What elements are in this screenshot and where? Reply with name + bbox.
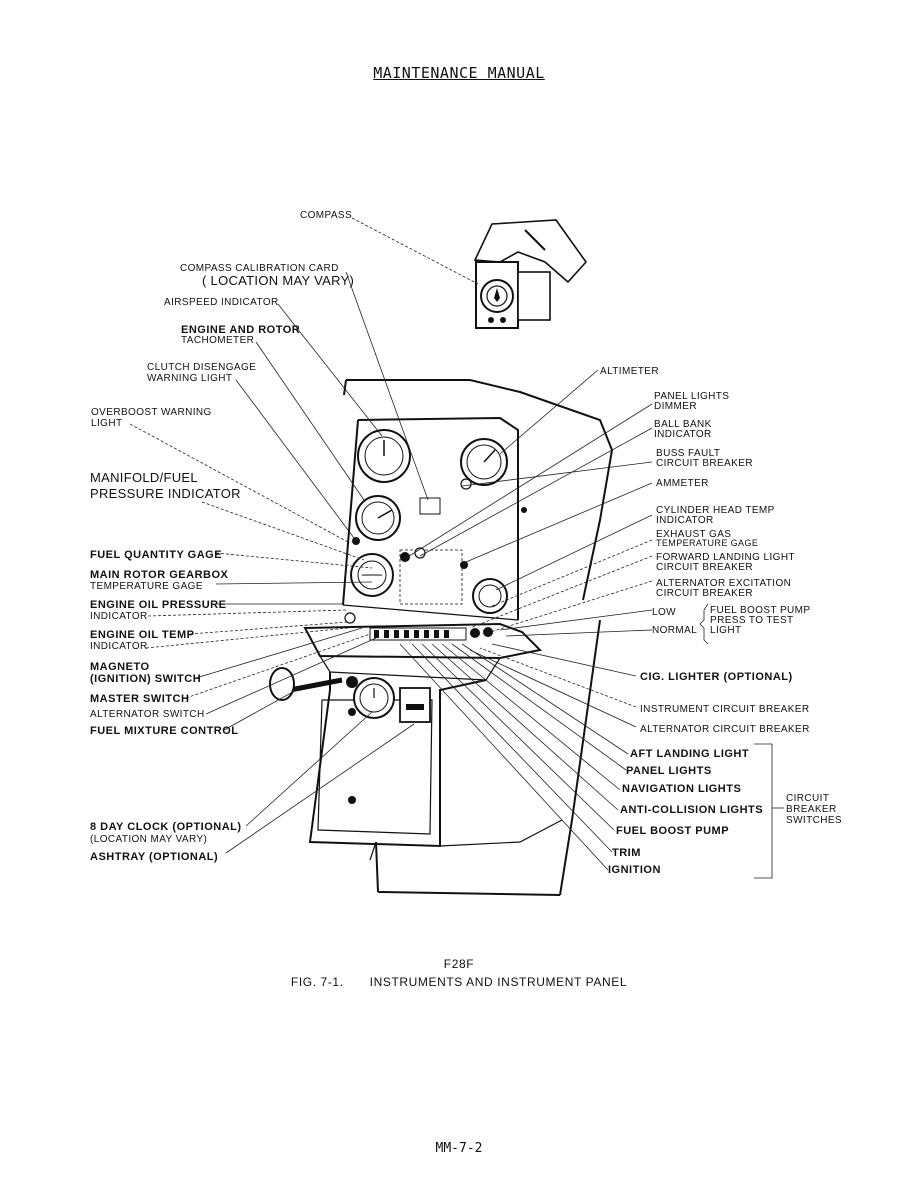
label-cb-switches-3: SWITCHES bbox=[786, 815, 842, 826]
label-panel-lights: PANEL LIGHTS bbox=[626, 765, 712, 777]
label-clutch-2: WARNING LIGHT bbox=[147, 373, 232, 384]
label-alt-exc-1: ALTERNATOR EXCITATION bbox=[656, 578, 791, 589]
label-fuel-boost: FUEL BOOST PUMP bbox=[616, 825, 729, 837]
label-compass: COMPASS bbox=[300, 210, 352, 221]
figure-caption: FIG. 7-1. INSTRUMENTS AND INSTRUMENT PANE… bbox=[0, 975, 918, 989]
label-boost-test-1: FUEL BOOST PUMP bbox=[710, 605, 810, 616]
label-mixture: FUEL MIXTURE CONTROL bbox=[90, 725, 239, 737]
label-egt-1: EXHAUST GAS bbox=[656, 529, 731, 540]
label-clutch-1: CLUTCH DISENGAGE bbox=[147, 362, 256, 373]
label-tach-2: TACHOMETER bbox=[181, 335, 254, 346]
label-cht-1: CYLINDER HEAD TEMP bbox=[656, 505, 775, 516]
label-instrument-cb: INSTRUMENT CIRCUIT BREAKER bbox=[640, 704, 810, 715]
header-title: MAINTENANCE MANUAL bbox=[373, 64, 545, 82]
label-oil-temp-2: INDICATOR bbox=[90, 641, 148, 652]
label-fwd-landing-2: CIRCUIT BREAKER bbox=[656, 562, 753, 573]
label-overboost-1: OVERBOOST WARNING bbox=[91, 407, 212, 418]
label-magneto-2: (IGNITION) SWITCH bbox=[90, 673, 201, 685]
label-cig: CIG. LIGHTER (OPTIONAL) bbox=[640, 671, 793, 683]
label-cb-switches-2: BREAKER bbox=[786, 804, 837, 815]
label-fuel-qty: FUEL QUANTITY GAGE bbox=[90, 549, 222, 561]
label-fwd-landing-1: FORWARD LANDING LIGHT bbox=[656, 552, 795, 563]
label-boost-test-3: LIGHT bbox=[710, 625, 741, 636]
label-oil-temp-1: ENGINE OIL TEMP bbox=[90, 629, 194, 641]
label-magneto-1: MAGNETO bbox=[90, 661, 150, 673]
label-ball-bank-2: INDICATOR bbox=[654, 429, 712, 440]
label-gearbox-1: MAIN ROTOR GEARBOX bbox=[90, 569, 229, 581]
label-panel-dimmer-1: PANEL LIGHTS bbox=[654, 391, 729, 402]
label-alt-exc-2: CIRCUIT BREAKER bbox=[656, 588, 753, 599]
label-nav-lights: NAVIGATION LIGHTS bbox=[622, 783, 741, 795]
label-buss-2: CIRCUIT BREAKER bbox=[656, 458, 753, 469]
label-normal: NORMAL bbox=[652, 625, 697, 636]
label-low: LOW bbox=[652, 607, 676, 618]
label-cb-switches-1: CIRCUIT bbox=[786, 793, 829, 804]
page-header: MAINTENANCE MANUAL bbox=[0, 64, 918, 82]
label-manifold-2: PRESSURE INDICATOR bbox=[90, 486, 241, 501]
label-oil-press-2: INDICATOR bbox=[90, 611, 148, 622]
label-boost-test-2: PRESS TO TEST bbox=[710, 615, 794, 626]
label-ball-bank-1: BALL BANK bbox=[654, 419, 712, 430]
label-ashtray: ASHTRAY (OPTIONAL) bbox=[90, 851, 218, 863]
label-panel-dimmer-2: DIMMER bbox=[654, 401, 697, 412]
label-egt-2: TEMPERATURE GAGE bbox=[656, 538, 758, 548]
label-gearbox-2: TEMPERATURE GAGE bbox=[90, 581, 203, 592]
label-aft-landing: AFT LANDING LIGHT bbox=[630, 748, 749, 760]
label-alternator-switch: ALTERNATOR SWITCH bbox=[90, 709, 205, 720]
label-clock-1: 8 DAY CLOCK (OPTIONAL) bbox=[90, 821, 242, 833]
label-cht-2: INDICATOR bbox=[656, 515, 714, 526]
compass-illustration bbox=[473, 219, 588, 329]
label-cal-card-2: ( LOCATION MAY VARY) bbox=[202, 273, 354, 288]
label-trim: TRIM bbox=[612, 847, 641, 859]
leader-lines bbox=[129, 217, 784, 879]
label-anticoll: ANTI-COLLISION LIGHTS bbox=[620, 804, 763, 816]
label-manifold-1: MANIFOLD/FUEL bbox=[90, 470, 198, 485]
figure-number: FIG. 7-1. bbox=[290, 975, 344, 989]
label-tach-1: ENGINE AND ROTOR bbox=[181, 324, 300, 336]
label-altimeter: ALTIMETER bbox=[600, 366, 659, 377]
console-illustration bbox=[269, 379, 614, 896]
label-ignition: IGNITION bbox=[608, 864, 661, 876]
label-cal-card-1: COMPASS CALIBRATION CARD bbox=[180, 263, 339, 274]
page-number: MM-7-2 bbox=[435, 1141, 483, 1156]
label-overboost-2: LIGHT bbox=[91, 418, 122, 429]
figure-model: F28F bbox=[443, 957, 475, 971]
label-alternator-cb: ALTERNATOR CIRCUIT BREAKER bbox=[640, 724, 810, 735]
label-clock-2: (LOCATION MAY VARY) bbox=[90, 834, 207, 845]
label-buss-1: BUSS FAULT bbox=[656, 448, 720, 459]
figure-title: INSTRUMENTS AND INSTRUMENT PANEL bbox=[369, 975, 628, 989]
label-airspeed: AIRSPEED INDICATOR bbox=[164, 297, 279, 308]
label-ammeter: AMMETER bbox=[656, 478, 709, 489]
label-oil-press-1: ENGINE OIL PRESSURE bbox=[90, 599, 226, 611]
label-master: MASTER SWITCH bbox=[90, 693, 189, 705]
